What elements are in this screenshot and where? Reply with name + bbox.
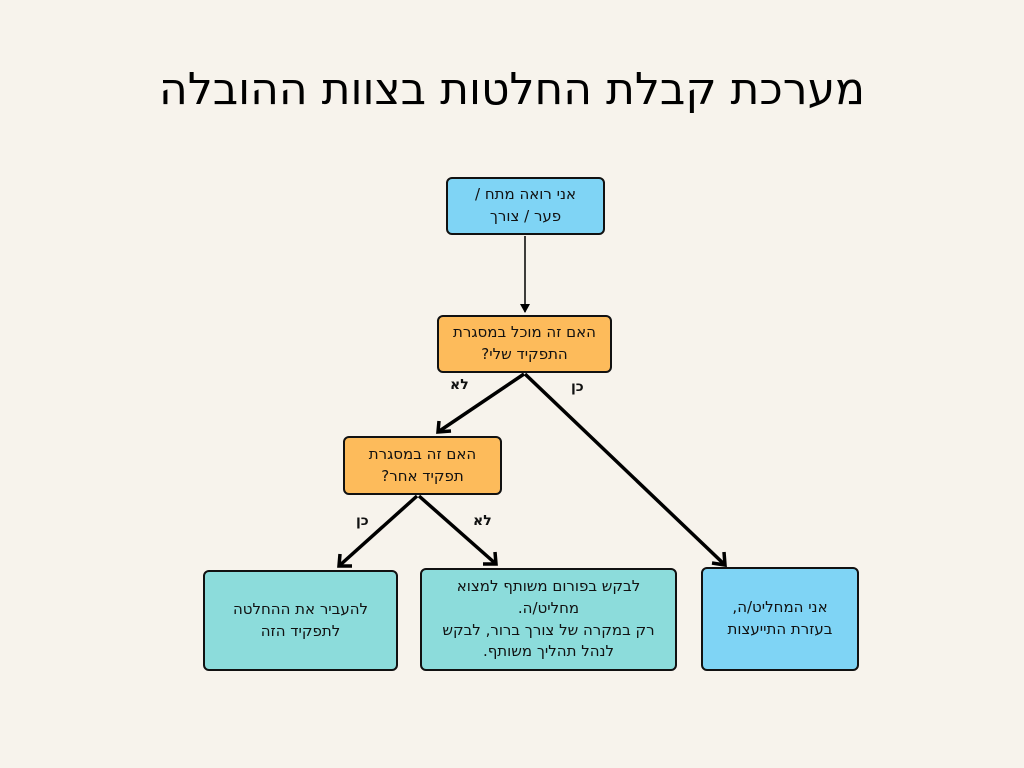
self-decide-node: אני המחליט/ה, בעזרת התייעצות — [701, 567, 859, 671]
question-other-role-node: האם זה במסגרת תפקיד אחר? — [343, 436, 502, 495]
arrow-q2-to-forum — [417, 494, 498, 566]
arrowhead-q1-to-decide — [711, 551, 727, 568]
arrowhead-q1-to-q2 — [436, 420, 452, 434]
arrow-q2-to-transfer — [337, 494, 419, 568]
edge-label-q1-yes: כן — [571, 379, 584, 395]
edge-label-q2-yes: כן — [356, 513, 369, 529]
page-title: מערכת קבלת החלטות בצוות ההובלה — [158, 64, 866, 115]
arrowhead-q2-to-forum — [483, 551, 498, 566]
arrow-q1-to-q2 — [437, 372, 525, 434]
shared-forum-node: לבקש בפורום משותף למצוא מחליט/ה. רק במקר… — [420, 568, 677, 671]
arrowhead-q2-to-transfer — [337, 553, 352, 568]
transfer-decision-node: להעביר את ההחלטה לתפקיד הזה — [203, 570, 398, 671]
arrow-q1-to-decide — [523, 372, 727, 567]
start-node: אני רואה מתח / פער / צורך — [446, 177, 605, 235]
question-own-role-node: האם זה מוכל במסגרת התפקיד שלי? — [437, 315, 612, 373]
edge-label-q2-no: לא — [473, 513, 492, 529]
edge-label-q1-no: לא — [450, 377, 469, 393]
